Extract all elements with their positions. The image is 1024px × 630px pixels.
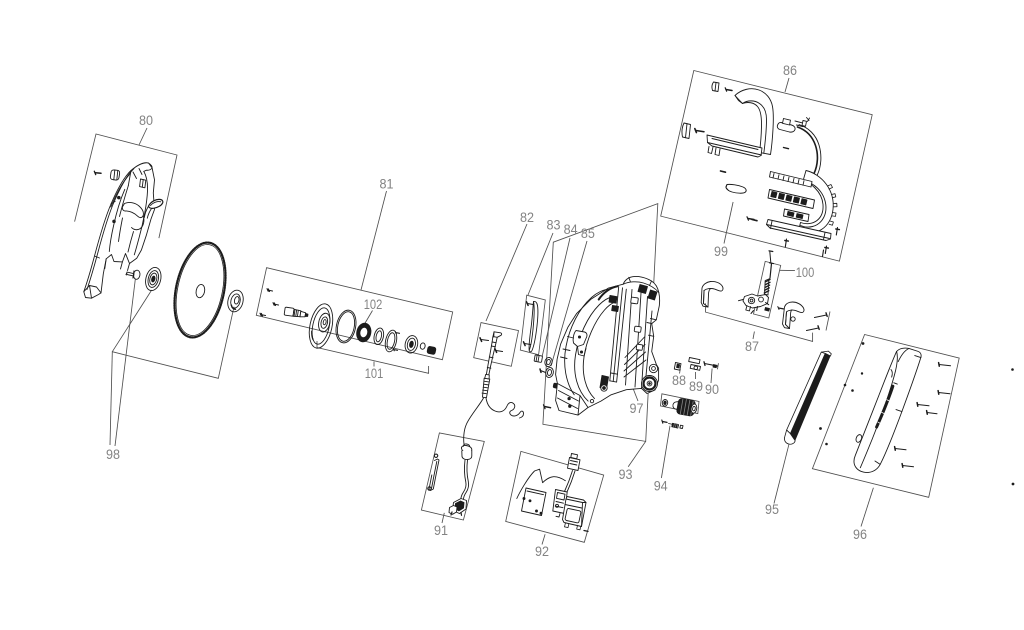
svg-text:83: 83 [547,218,561,233]
svg-text:87: 87 [745,339,759,354]
svg-text:101: 101 [365,366,384,381]
svg-text:96: 96 [853,527,867,542]
svg-text:85: 85 [581,226,595,241]
svg-text:94: 94 [654,479,669,494]
svg-text:91: 91 [434,523,448,538]
svg-text:92: 92 [535,544,549,559]
svg-text:86: 86 [783,63,797,78]
svg-text:90: 90 [705,382,719,397]
svg-text:89: 89 [689,379,703,394]
svg-text:84: 84 [564,222,579,237]
svg-text:88: 88 [672,373,686,388]
svg-text:82: 82 [520,210,534,225]
svg-text:95: 95 [765,502,779,517]
svg-text:98: 98 [106,447,120,462]
svg-text:99: 99 [714,244,728,259]
svg-text:93: 93 [619,467,633,482]
svg-text:102: 102 [364,297,383,312]
svg-text:100: 100 [796,265,815,280]
svg-text:97: 97 [630,401,644,416]
svg-text:81: 81 [380,177,394,192]
svg-text:80: 80 [139,113,153,128]
